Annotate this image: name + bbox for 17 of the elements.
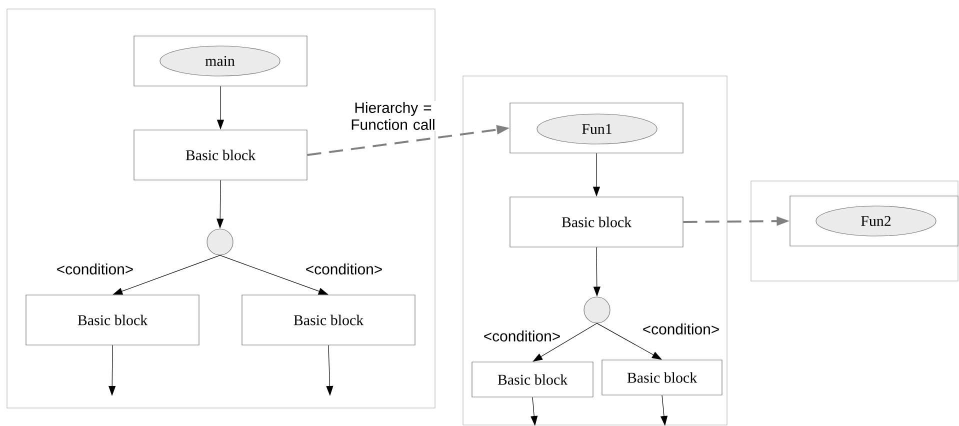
block-box: Basic block: [134, 130, 308, 180]
edge-label: <condition>: [55, 262, 135, 276]
edge-label: <condition>: [482, 330, 562, 342]
arrow: [532, 323, 598, 362]
block-box: Basic block: [602, 360, 722, 396]
block-box: Basic block: [242, 294, 416, 346]
edge-label: <condition>: [304, 262, 384, 276]
block-box: Basic block: [26, 294, 200, 346]
branch-circle: [584, 296, 610, 324]
function-panel: [6, 8, 436, 408]
block-box: Basic block: [510, 196, 684, 248]
function-panel: [750, 180, 958, 282]
branch-circle: [206, 228, 234, 256]
edge-label: <condition>: [641, 322, 721, 336]
edge-label: Hierarchy = Function call: [342, 101, 444, 131]
function-panel: [462, 76, 728, 426]
block-box: Basic block: [472, 362, 594, 398]
